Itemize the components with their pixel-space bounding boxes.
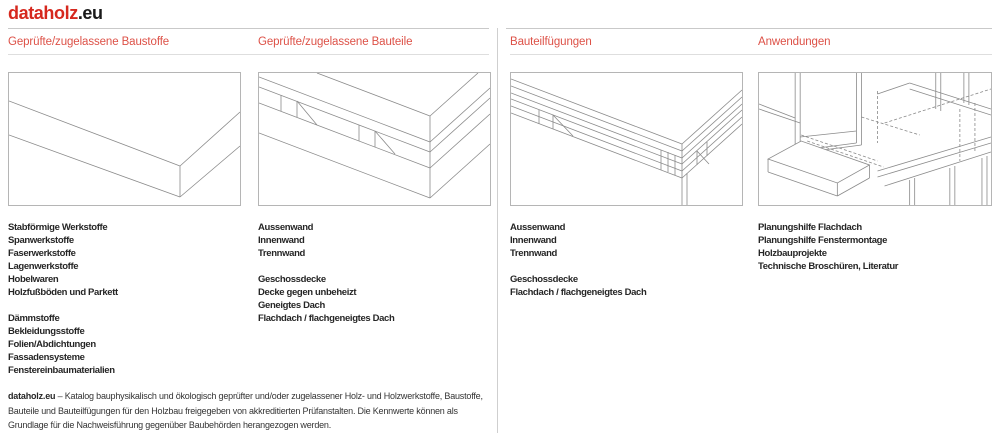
bauteile-image-link[interactable] <box>258 72 491 206</box>
catalog-link[interactable]: Planungshilfe Flachdach <box>758 222 862 233</box>
catalog-link[interactable]: Decke gegen unbeheizt <box>258 287 357 298</box>
list-gap <box>510 260 646 273</box>
column-title-bauteile[interactable]: Geprüfte/zugelassene Bauteile <box>258 36 413 48</box>
window-installation-drawing <box>759 73 991 205</box>
anwendungen-link-list: Planungshilfe Flachdach Planungshilfe Fe… <box>758 221 898 273</box>
catalog-link[interactable]: Planungshilfe Fenstermontage <box>758 235 888 246</box>
catalog-link[interactable]: Holzfußböden und Parkett <box>8 287 118 298</box>
catalog-link[interactable]: Flachdach / flachgeneigtes Dach <box>510 287 647 298</box>
baustoffe-image-link[interactable] <box>8 72 241 206</box>
catalog-link[interactable]: Lagenwerkstoffe <box>8 261 79 272</box>
catalog-link[interactable]: Fassadensysteme <box>8 352 85 363</box>
component-junction-drawing <box>511 78 742 205</box>
catalog-link[interactable]: Geschossdecke <box>510 274 578 285</box>
logo-brand-text: dataholz <box>8 3 78 23</box>
group-divider <box>497 28 498 433</box>
column-title-baustoffe[interactable]: Geprüfte/zugelassene Baustoffe <box>8 36 170 48</box>
catalog-link[interactable]: Aussenwand <box>258 222 314 233</box>
catalog-link[interactable]: Bekleidungsstoffe <box>8 326 85 337</box>
catalog-link[interactable]: Geschossdecke <box>258 274 326 285</box>
catalog-link[interactable]: Hobelwaren <box>8 274 59 285</box>
column-title-anwendungen[interactable]: Anwendungen <box>758 36 831 48</box>
catalog-link[interactable]: Geneigtes Dach <box>258 300 325 311</box>
catalog-link[interactable]: Folien/Abdichtungen <box>8 339 96 350</box>
catalog-link[interactable]: Innenwand <box>258 235 305 246</box>
site-logo[interactable]: dataholz.eu <box>8 3 103 24</box>
catalog-link[interactable]: Fenstereinbaumaterialien <box>8 365 115 376</box>
footer-brand-text: dataholz.eu <box>8 391 56 401</box>
catalog-link[interactable]: Aussenwand <box>510 222 566 233</box>
column-title-bauteilfuegungen[interactable]: Bauteilfügungen <box>510 36 592 48</box>
anwendungen-image-link[interactable] <box>758 72 992 206</box>
floor-assembly-drawing <box>259 73 490 199</box>
footer-description: dataholz.eu – Katalog bauphysikalisch un… <box>8 389 492 433</box>
catalog-link[interactable]: Trennwand <box>258 248 305 259</box>
logo-suffix-text: .eu <box>77 3 103 23</box>
footer-body-text: – Katalog bauphysikalisch und ökologisch… <box>8 391 483 431</box>
list-gap <box>8 299 118 312</box>
header-rule-left <box>8 28 489 29</box>
title-rule-left <box>8 54 489 55</box>
catalog-link[interactable]: Faserwerkstoffe <box>8 248 76 259</box>
title-rule-right <box>510 54 992 55</box>
bauteile-link-list: Aussenwand Innenwand Trennwand Geschossd… <box>258 221 395 325</box>
catalog-link[interactable]: Trennwand <box>510 248 557 259</box>
catalog-link[interactable]: Flachdach / flachgeneigtes Dach <box>258 313 395 324</box>
catalog-link[interactable]: Spanwerkstoffe <box>8 235 74 246</box>
list-gap <box>258 260 394 273</box>
header-rule-right <box>506 28 992 29</box>
catalog-link[interactable]: Stabförmige Werkstoffe <box>8 222 108 233</box>
baustoffe-link-list: Stabförmige Werkstoffe Spanwerkstoffe Fa… <box>8 221 118 377</box>
catalog-link[interactable]: Technische Broschüren, Literatur <box>758 261 899 272</box>
bauteilfuegungen-image-link[interactable] <box>510 72 743 206</box>
catalog-link[interactable]: Holzbauprojekte <box>758 248 827 259</box>
bauteilfuegungen-link-list: Aussenwand Innenwand Trennwand Geschossd… <box>510 221 647 299</box>
catalog-link[interactable]: Dämmstoffe <box>8 313 60 324</box>
catalog-link[interactable]: Innenwand <box>510 235 557 246</box>
timber-board-corner-drawing <box>9 100 240 198</box>
